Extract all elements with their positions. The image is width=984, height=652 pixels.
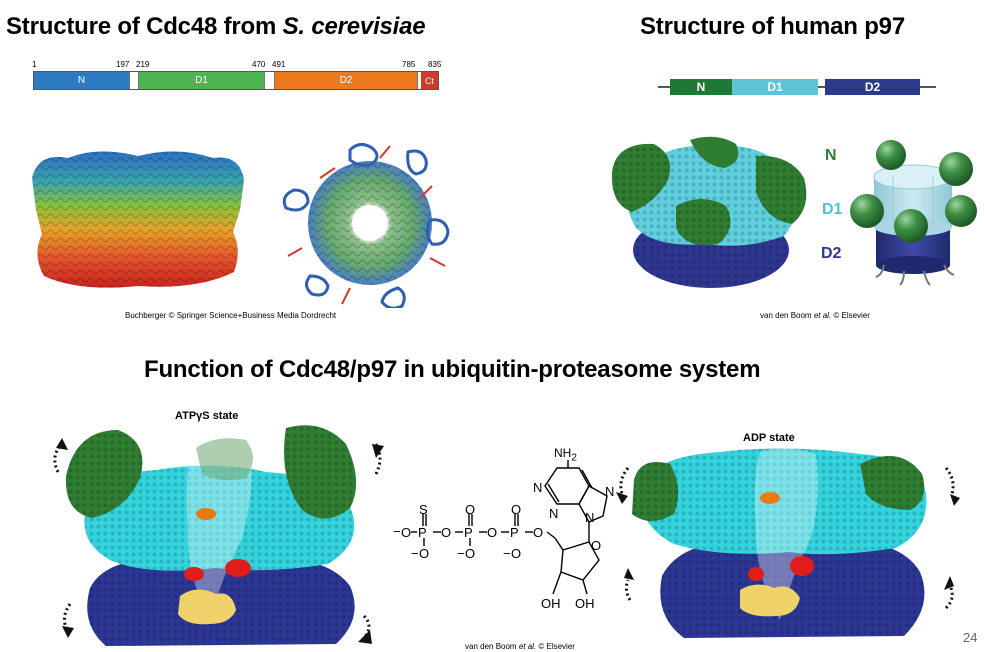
tick-label: 1 <box>32 60 37 69</box>
atom-s: S <box>419 502 428 517</box>
schematic-d1-label: D1 <box>822 201 843 218</box>
tick-label: 197 <box>116 60 130 69</box>
atom-o: O <box>465 502 476 517</box>
atom-p: P <box>418 525 427 540</box>
atp-state-structure <box>53 425 384 646</box>
molecule-bonds <box>411 460 608 595</box>
domain-ct-label: Ct <box>425 75 434 86</box>
credit-suffix: © Elsevier <box>536 642 575 651</box>
atom-o: O <box>533 525 544 540</box>
yeast-credit: Buchberger © Springer Science+Business M… <box>125 311 337 320</box>
atom-n: N <box>533 480 543 495</box>
credit-suffix: © Elsevier <box>831 311 870 320</box>
adp-state-structure <box>616 448 960 638</box>
minus-sign: − <box>411 546 419 561</box>
domain-d1-segment: D1 <box>732 79 818 95</box>
tick-label: 470 <box>252 60 266 69</box>
minus-sign: − <box>393 524 401 539</box>
domain-d1-segment: D1 <box>139 72 264 89</box>
nh2-text: NH2 <box>554 446 577 463</box>
tick-label: 491 <box>272 60 286 69</box>
linker-segment <box>417 72 421 89</box>
hydroxyl: OH <box>575 596 595 611</box>
credit-italic: et al. <box>518 642 537 651</box>
atom-o: O <box>511 546 522 561</box>
credit-prefix: van den Boom <box>760 311 814 320</box>
atom-o: O <box>591 538 602 553</box>
atp-state-label: ATPγS state <box>175 410 239 422</box>
atom-o: O <box>441 525 452 540</box>
atp-gamma-s-molecule: NH2 N N N N S O O − O P O P O P O − O − … <box>393 446 615 626</box>
tick-label: 835 <box>428 60 442 69</box>
p97-hexamer-schematic <box>850 140 977 286</box>
p97-surface-model <box>611 136 807 288</box>
hydroxyl: OH <box>541 596 561 611</box>
credit-italic: et al. <box>813 311 832 320</box>
domain-ct-segment: Ct <box>421 72 438 89</box>
domain-d2-label: D2 <box>339 75 353 86</box>
atom-o: O <box>465 546 476 561</box>
nh-text: NH <box>554 446 572 460</box>
yeast-title-text: Structure of Cdc48 from <box>6 13 283 40</box>
minus-sign: − <box>503 546 511 561</box>
yeast-structure-title: Structure of Cdc48 from S. cerevisiae <box>6 13 426 41</box>
yeast-ribbon-top-view <box>282 143 450 308</box>
domain-n-label: N <box>696 80 706 94</box>
yeast-ribbon-side-view <box>32 151 244 288</box>
atom-n: N <box>605 484 615 499</box>
atom-o: O <box>419 546 430 561</box>
schematic-n-label: N <box>825 147 837 164</box>
function-credit: van den Boom et al. © Elsevier <box>465 642 575 651</box>
page-number: 24 <box>963 630 978 645</box>
credit-prefix: van den Boom <box>465 642 519 651</box>
yeast-domain-bar: N D1 D2 Ct <box>33 71 439 90</box>
domain-n-label: N <box>77 75 86 86</box>
tick-label: 785 <box>402 60 416 69</box>
human-structure-title: Structure of human p97 <box>640 13 905 40</box>
yeast-title-italic: S. cerevisiae <box>282 13 426 40</box>
atom-o: O <box>487 525 498 540</box>
domain-d1-label: D1 <box>195 75 208 86</box>
atom-n: N <box>585 510 595 525</box>
domain-d2-label: D2 <box>864 80 881 94</box>
atom-o: O <box>511 502 522 517</box>
tick-label: 219 <box>136 60 150 69</box>
yeast-domain-ticks: 1 197 219 470 491 785 835 <box>32 60 442 72</box>
linker-segment <box>129 72 139 89</box>
human-domain-bar: N D1 D2 <box>658 79 938 95</box>
schematic-d2-label: D2 <box>821 245 842 262</box>
atom-p: P <box>510 525 519 540</box>
atom-n: N <box>549 506 559 521</box>
nh2-subscript: 2 <box>571 452 577 464</box>
atom-o: O <box>401 525 412 540</box>
minus-sign: − <box>457 546 465 561</box>
domain-d1-label: D1 <box>767 80 783 94</box>
adp-state-label: ADP state <box>743 432 795 444</box>
domain-n-segment: N <box>670 79 732 95</box>
domain-d2-segment: D2 <box>825 79 920 95</box>
domain-n-segment: N <box>34 72 129 89</box>
domain-d2-segment: D2 <box>275 72 417 89</box>
linker-segment <box>264 72 275 89</box>
human-credit: van den Boom et al. © Elsevier <box>760 311 870 320</box>
function-title: Function of Cdc48/p97 in ubiquitin-prote… <box>144 356 761 383</box>
atom-p: P <box>464 525 473 540</box>
